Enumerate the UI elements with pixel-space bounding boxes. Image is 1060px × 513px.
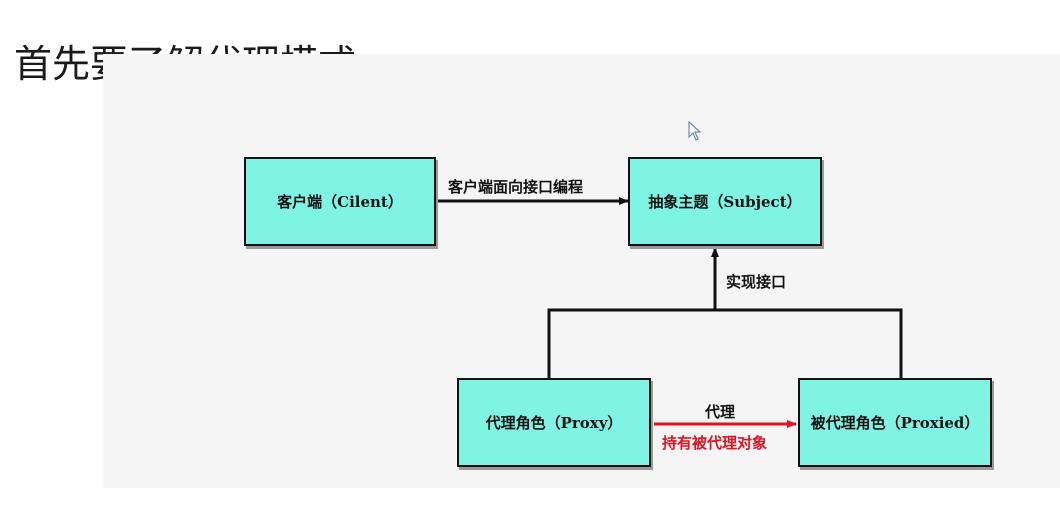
client-to-subject-label: 客户端面向接口编程 — [448, 178, 584, 196]
implements-label: 实现接口 — [726, 273, 787, 291]
holds-proxied-label: 持有被代理对象 — [662, 434, 768, 452]
proxied-node: 被代理角色（Proxied） — [798, 378, 992, 467]
subject-node: 抽象主题（Subject） — [628, 157, 822, 246]
proxy-node: 代理角色（Proxy） — [457, 378, 651, 467]
implements-connector — [547, 308, 903, 379]
mouse-cursor-icon — [688, 121, 702, 141]
proxy-label: 代理 — [705, 403, 736, 421]
client-node: 客户端（Cilent） — [244, 157, 436, 246]
